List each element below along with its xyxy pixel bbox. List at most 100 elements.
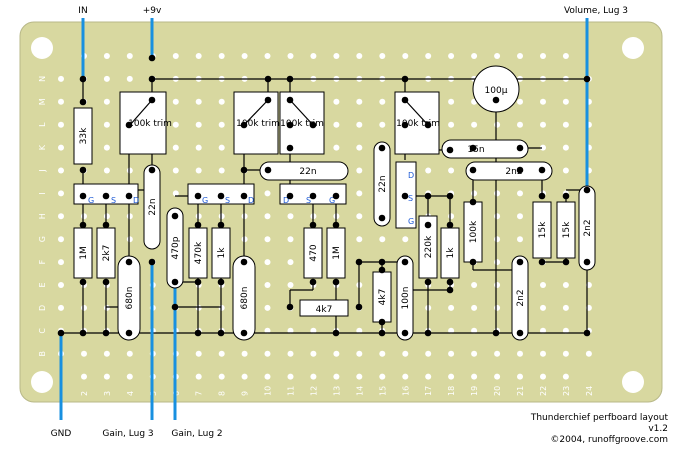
solder-point — [102, 278, 110, 286]
svg-text:220k: 220k — [424, 235, 434, 258]
svg-text:2k7: 2k7 — [102, 245, 112, 262]
perfboard-hole — [425, 350, 432, 357]
perfboard-hole — [218, 373, 225, 380]
resistor-4k7-horizontal: 4k7 — [299, 299, 349, 317]
solder-point — [264, 75, 272, 83]
perfboard-hole — [333, 144, 340, 151]
svg-text:1M: 1M — [332, 246, 342, 260]
solder-point — [469, 198, 477, 206]
gnd-label: GND — [51, 429, 72, 439]
perfboard-hole — [471, 282, 478, 288]
column-label: 8 — [218, 391, 227, 396]
svg-text:D: D — [408, 171, 414, 180]
perfboard-hole — [379, 53, 386, 59]
perfboard-hole — [310, 373, 317, 380]
capacitor-2n2-a: 2n2 — [465, 161, 553, 181]
solder-point — [309, 278, 317, 286]
svg-text:470k: 470k — [194, 241, 204, 264]
perfboard-hole — [195, 350, 202, 357]
capacitor-680n-b: 680n — [232, 255, 256, 341]
perfboard-hole — [540, 121, 546, 128]
perfboard-hole — [126, 75, 133, 82]
gain2-label: Gain, Lug 2 — [171, 429, 222, 439]
perfboard-hole — [264, 373, 271, 380]
capacitor-100n: 100n — [396, 255, 414, 341]
perfboard-hole — [103, 144, 110, 151]
perfboard-hole — [241, 236, 248, 243]
perfboard-hole — [264, 213, 271, 220]
capacitor-22n-c: 22n — [373, 141, 391, 227]
solder-point — [217, 221, 225, 229]
perfboard-hole — [241, 213, 248, 220]
solder-point — [79, 329, 87, 337]
trim-pot-4: 100k trim — [394, 91, 440, 155]
row-label: M — [38, 98, 47, 105]
perfboard-hole — [494, 190, 501, 197]
column-label: 13 — [332, 386, 341, 396]
perfboard-hole — [540, 282, 546, 288]
perfboard-hole — [58, 121, 64, 128]
solder-point — [562, 258, 570, 266]
perfboard-hole — [126, 167, 133, 174]
solder-point — [125, 192, 133, 200]
solder-point — [378, 214, 386, 222]
perfboard-hole — [103, 98, 110, 105]
perfboard-hole — [264, 259, 271, 266]
perfboard-hole — [540, 98, 546, 105]
perfboard-hole — [58, 213, 64, 220]
trim-label: 100k trim — [128, 119, 172, 129]
solder-point — [148, 258, 156, 266]
perfboard-hole — [103, 75, 110, 82]
perfboard-hole — [103, 213, 110, 220]
perfboard-hole — [356, 98, 363, 105]
solder-point — [194, 278, 202, 286]
solder-point — [446, 221, 454, 229]
solder-point — [332, 221, 340, 229]
perfboard-hole — [310, 350, 317, 357]
perfboard-hole — [172, 167, 179, 174]
perfboard-hole — [356, 121, 363, 128]
perfboard-hole — [562, 373, 569, 380]
svg-text:G: G — [329, 196, 335, 205]
trim-label: 100k trim — [280, 119, 324, 129]
solder-point — [79, 98, 87, 106]
solder-point — [424, 221, 432, 229]
solder-point — [194, 192, 202, 200]
perfboard-hole — [471, 304, 478, 311]
perfboard-hole — [379, 121, 386, 128]
svg-text:1M: 1M — [79, 246, 89, 260]
solder-point — [309, 192, 317, 200]
perfboard-hole — [126, 236, 133, 243]
solder-point — [57, 329, 65, 337]
column-label: 14 — [355, 386, 364, 396]
solder-point — [79, 278, 87, 286]
perfboard-hole — [356, 53, 363, 59]
perfboard-hole — [471, 53, 478, 59]
capacitor-15n: 15n — [441, 139, 529, 159]
perfboard-hole — [58, 236, 64, 243]
perfboard-hole — [517, 121, 523, 128]
svg-text:15n: 15n — [467, 145, 484, 155]
perfboard-hole — [58, 98, 64, 105]
perfboard-hole — [402, 53, 409, 59]
perfboard-hole — [103, 373, 110, 380]
perfboard-hole — [494, 350, 501, 357]
column-label: 24 — [585, 386, 594, 396]
perfboard-hole — [195, 167, 202, 174]
perfboard-hole — [540, 144, 546, 151]
column-label: 3 — [103, 391, 112, 396]
perfboard-hole — [81, 350, 87, 357]
solder-point — [332, 329, 340, 337]
perfboard-hole — [585, 350, 592, 357]
external-wires — [59, 18, 589, 420]
perfboard-hole — [448, 167, 455, 174]
solder-point — [194, 329, 202, 337]
solder-point — [378, 258, 386, 266]
perfboard-hole — [58, 75, 64, 82]
capacitor-2n2-c: 2n2 — [578, 185, 596, 271]
perfboard-hole — [172, 190, 179, 197]
row-label: K — [38, 144, 47, 150]
solder-point — [469, 144, 477, 152]
resistor-470: 470 — [303, 227, 323, 279]
perfboard-hole — [402, 373, 409, 380]
